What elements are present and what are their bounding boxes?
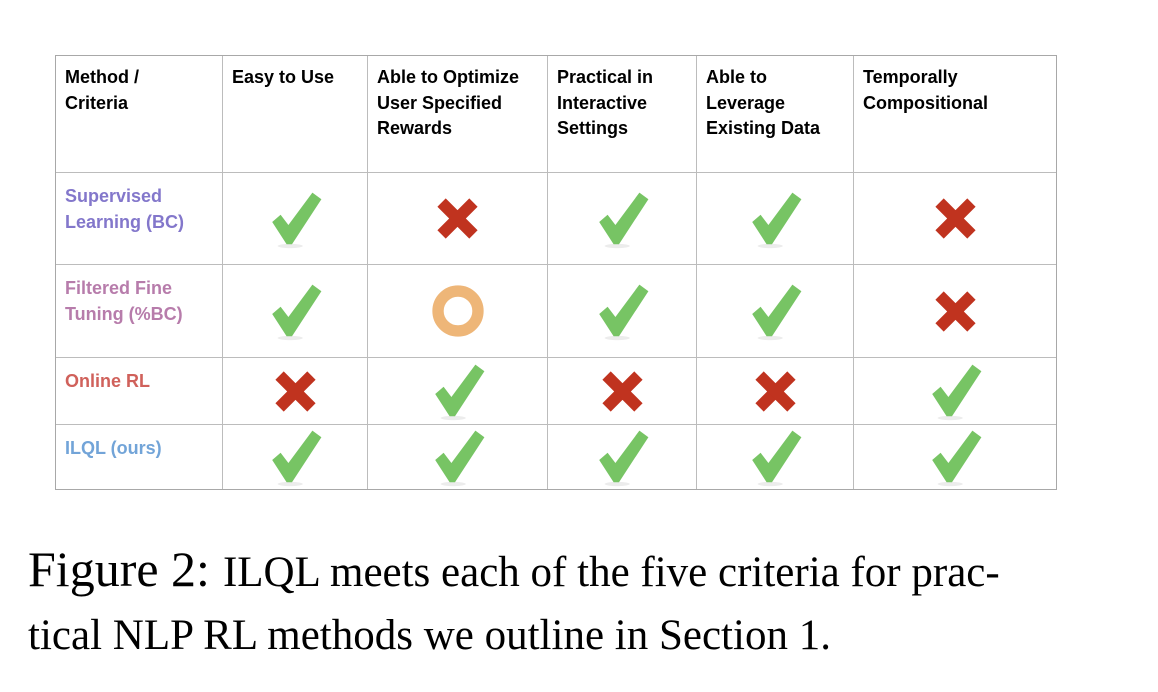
row-label-online-rl: Online RL [56, 358, 222, 424]
row-label-text: Online RL [65, 371, 150, 391]
green-check-icon [752, 192, 802, 248]
green-check-icon [434, 430, 484, 487]
green-check-icon [599, 192, 649, 248]
green-check-icon [599, 430, 649, 487]
row-label-ilql-ours: ILQL (ours) [56, 425, 222, 489]
table-cell [854, 358, 1056, 424]
table-cell [548, 265, 696, 357]
column-header-leverage-data: Able to Leverage Existing Data [697, 56, 853, 172]
column-header-easy-to-use: Easy to Use [223, 56, 367, 172]
table-cell [223, 265, 367, 357]
green-check-icon [752, 430, 802, 487]
figure-caption-line1: ILQL meets each of the five criteria for… [222, 549, 1000, 596]
table-cell [548, 358, 696, 424]
green-check-icon [272, 430, 322, 487]
red-cross-icon [601, 370, 643, 412]
orange-circle-icon [431, 285, 484, 337]
row-label-supervised-learning: Supervised Learning (BC) [56, 173, 222, 264]
table-cell [697, 265, 853, 357]
column-header-method-criteria: Method / Criteria [56, 56, 222, 172]
red-cross-icon [934, 290, 976, 332]
column-header-interactive-settings: Practical in Interactive Settings [548, 56, 696, 172]
green-check-icon [272, 192, 322, 248]
table-cell [697, 358, 853, 424]
table-cell [697, 425, 853, 489]
table-cell [854, 265, 1056, 357]
green-check-icon [272, 284, 322, 341]
row-label-filtered-fine-tuning: Filtered Fine Tuning (%BC) [56, 265, 222, 357]
table-cell [368, 173, 547, 264]
green-check-icon [932, 364, 982, 421]
table-cell [697, 173, 853, 264]
table-cell [854, 173, 1056, 264]
column-header-temporally-compositional: Temporally Compositional [854, 56, 1056, 172]
red-cross-icon [754, 370, 796, 412]
table-cell [368, 265, 547, 357]
red-cross-icon [934, 198, 976, 239]
figure-caption-line2: tical NLP RL methods we outline in Secti… [28, 612, 831, 659]
green-check-icon [599, 284, 649, 341]
green-check-icon [752, 284, 802, 341]
figure-caption: Figure 2: ILQL meets each of the five cri… [28, 538, 1000, 667]
row-label-text: ILQL (ours) [65, 438, 162, 458]
green-check-icon [434, 364, 484, 421]
table-cell [854, 425, 1056, 489]
criteria-comparison-table: Method / Criteria Easy to Use Able to Op… [55, 55, 1057, 490]
table-cell [548, 425, 696, 489]
table-cell [223, 173, 367, 264]
table-cell [368, 425, 547, 489]
table-cell [223, 425, 367, 489]
table-cell [368, 358, 547, 424]
row-label-text: Supervised Learning (BC) [65, 186, 184, 232]
column-header-optimize-rewards: Able to Optimize User Specified Rewards [368, 56, 547, 172]
row-label-text: Filtered Fine Tuning (%BC) [65, 278, 183, 324]
green-check-icon [932, 430, 982, 487]
red-cross-icon [437, 198, 478, 239]
figure-caption-label: Figure 2: [28, 541, 210, 597]
table-cell [223, 358, 367, 424]
red-cross-icon [274, 370, 316, 412]
table-cell [548, 173, 696, 264]
